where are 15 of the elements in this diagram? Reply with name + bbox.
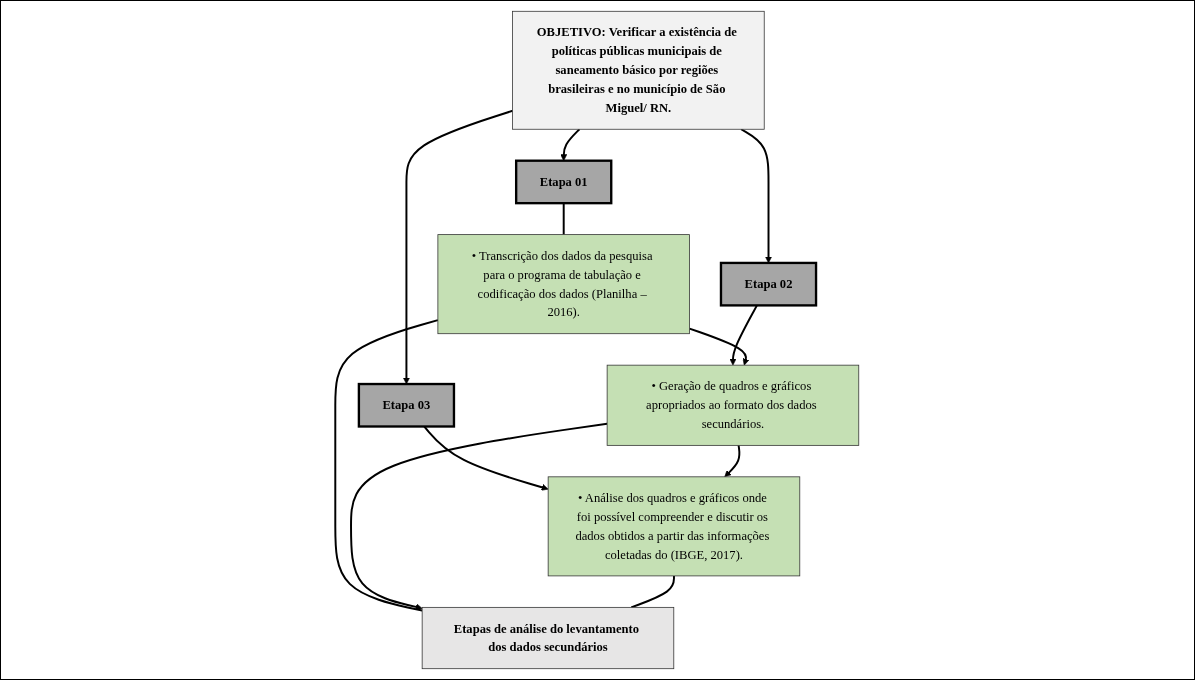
- node-box: Etapas de análise do levantamento dos dados secundários: [422, 606, 675, 670]
- arrow: [724, 444, 741, 478]
- node-box: OBJETIVO: Verificar a existência de políticas públicas municipais de saneamento básico por regiões brasileiras e no município de São Miguel/ RN.: [512, 10, 766, 130]
- arrow: [350, 422, 609, 611]
- node-box: Etapa 03: [358, 382, 456, 428]
- arrow: [403, 109, 515, 385]
- connector: [334, 319, 440, 612]
- node-box: • Análise dos quadros e gráficos onde foi possível compreender e discutir os dados obtidos a partir das informações coletadas do (IBGE, 2017).: [548, 476, 801, 577]
- node-box: Etapa 01: [515, 159, 613, 205]
- node-box: • Transcrição dos dados da pesquisa para o programa de tabulação e codificação dos dados (Planilha – 2016).: [437, 234, 691, 335]
- arrow: [560, 128, 581, 161]
- node-box: Etapa 02: [720, 261, 818, 307]
- node-box: • Geração de quadros e gráficos apropriados ao formato dos dados secundários.: [607, 364, 860, 446]
- connector: [630, 574, 676, 609]
- arrow: [689, 327, 750, 366]
